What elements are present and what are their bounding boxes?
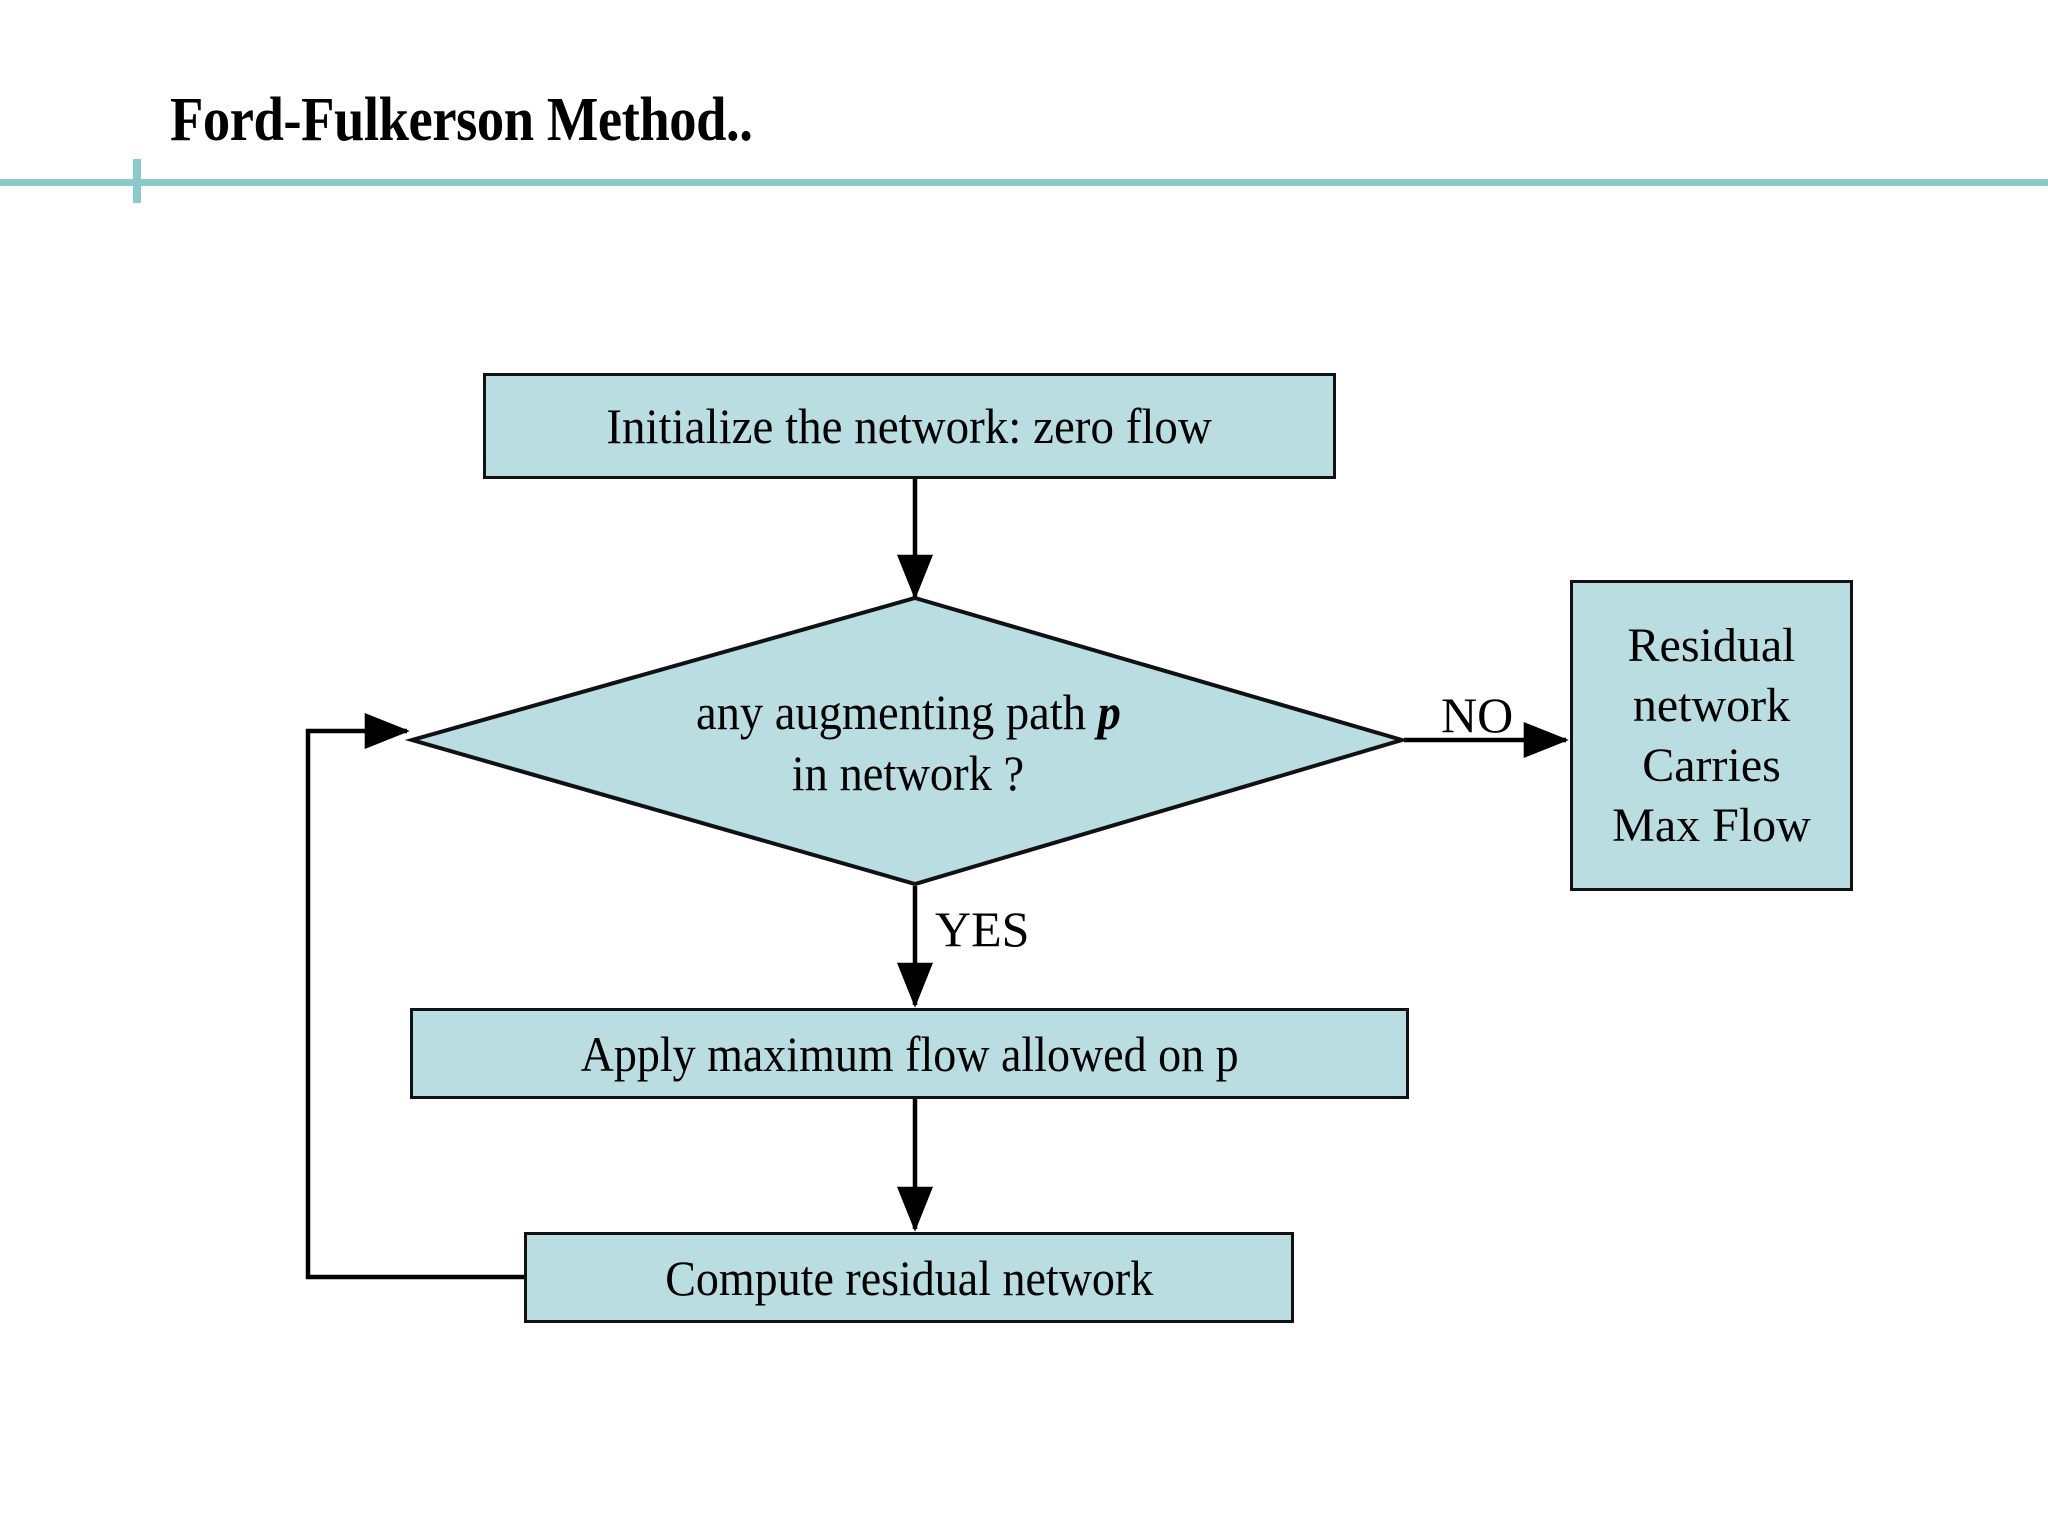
flow-node-initialize-label: Initialize the network: zero flow — [606, 398, 1213, 454]
flow-node-compute-residual[interactable]: Compute residual network — [524, 1232, 1294, 1323]
page-title: Ford-Fulkerson Method.. — [170, 86, 753, 154]
flow-node-decision[interactable]: any augmenting path p in network ? — [400, 590, 1416, 896]
flow-node-apply-label: Apply maximum flow allowed on p — [580, 1025, 1239, 1082]
residual-line-3: Carries — [1642, 738, 1781, 792]
title-divider-rule — [0, 179, 2048, 186]
residual-line-4: Max Flow — [1612, 798, 1811, 852]
residual-line-2: network — [1632, 678, 1791, 732]
flow-node-apply-max-flow[interactable]: Apply maximum flow allowed on p — [410, 1008, 1409, 1099]
edge-label-no: NO — [1441, 687, 1514, 743]
title-divider-tick — [133, 159, 141, 203]
edge-label-yes: YES — [935, 901, 1030, 957]
residual-line-1: Residual — [1627, 618, 1796, 672]
flow-node-initialize[interactable]: Initialize the network: zero flow — [483, 373, 1336, 479]
flow-node-compute-label: Compute residual network — [664, 1249, 1154, 1306]
flow-node-residual-network[interactable]: Residual network Carries Max Flow — [1570, 580, 1853, 891]
decision-diamond-shape — [404, 595, 1410, 887]
